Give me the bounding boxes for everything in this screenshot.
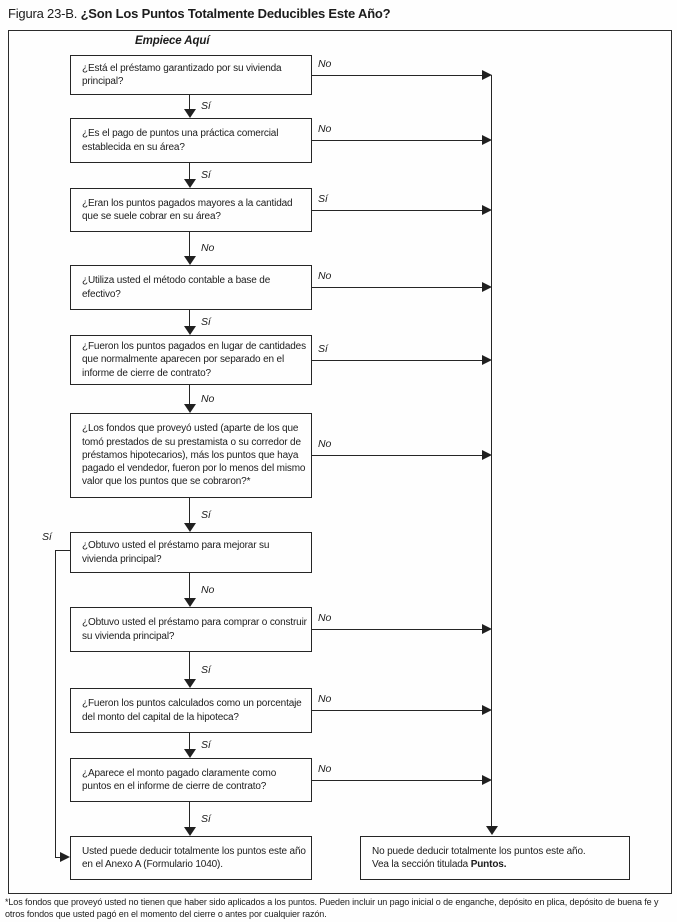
arrowhead-right-2-icon [482,135,492,145]
branch-label-down-9: Sí [201,739,211,751]
arrowhead-right-6-icon [482,450,492,460]
result-yes-text: Usted puede deducir totalmente los punto… [82,845,306,871]
arrowhead-down-9-icon [184,749,196,758]
question-box-3: ¿Eran los puntos pagados mayores a la ca… [70,188,312,232]
branch-label-right-10: No [318,763,332,775]
arrowhead-collector-no-icon [486,826,498,835]
arrowhead-down-2-icon [184,179,196,188]
arrowhead-down-3-icon [184,256,196,265]
arrow-right-8 [311,629,482,630]
question-box-5: ¿Fueron los puntos pagados en lugar de c… [70,335,312,385]
start-here-label: Empiece Aquí [135,35,210,47]
question-box-10: ¿Aparece el monto pagado claramente como… [70,758,312,802]
arrowhead-right-8-icon [482,624,492,634]
left-path-top-segment [55,550,70,551]
branch-label-down-1: Sí [201,100,211,112]
arrow-right-1 [311,75,482,76]
arrow-down-7 [189,573,190,598]
arrowhead-down-7-icon [184,598,196,607]
arrowhead-right-1-icon [482,70,492,80]
arrow-down-3 [189,232,190,256]
result-box-yes: Usted puede deducir totalmente los punto… [70,836,312,880]
branch-label-right-2: No [318,123,332,135]
branch-label-down-2: Sí [201,169,211,181]
branch-label-down-4: Sí [201,316,211,328]
question-box-8: ¿Obtuvo usted el préstamo para comprar o… [70,607,312,652]
branch-label-right-6: No [318,438,332,450]
arrow-down-1 [189,95,190,109]
arrow-right-4 [311,287,482,288]
arrow-right-6 [311,455,482,456]
arrowhead-right-9-icon [482,705,492,715]
arrowhead-right-5-icon [482,355,492,365]
question-box-2: ¿Es el pago de puntos una práctica comer… [70,118,312,163]
branch-label-down-3: No [201,242,215,254]
branch-label-down-5: No [201,393,215,405]
branch-label-down-10: Sí [201,813,211,825]
result-no-line2-prefix: Vea la sección titulada [372,859,471,870]
question-box-4: ¿Utiliza usted el método contable a base… [70,265,312,310]
arrowhead-down-6-icon [184,523,196,532]
arrowhead-right-4-icon [482,282,492,292]
branch-label-down-8: Sí [201,664,211,676]
footnote: *Los fondos que proveyó usted no tienen … [5,897,659,919]
branch-label-right-3: Sí [318,193,328,205]
flowchart-frame [8,30,672,894]
branch-label-down-7: No [201,584,215,596]
arrow-right-5 [311,360,482,361]
branch-label-right-5: Sí [318,343,328,355]
arrow-down-8 [189,652,190,679]
branch-label-right-4: No [318,270,332,282]
question-box-7: ¿Obtuvo usted el préstamo para mejorar s… [70,532,312,573]
result-no-line1: No puede deducir totalmente los puntos e… [372,845,586,857]
branch-label-right-8: No [318,612,332,624]
branch-label-right-1: No [318,58,332,70]
arrow-down-4 [189,310,190,326]
arrowhead-down-5-icon [184,404,196,413]
arrowhead-down-8-icon [184,679,196,688]
arrow-down-10 [189,802,190,827]
figure-title: Figura 23-B. ¿Son Los Puntos Totalmente … [8,6,391,21]
question-box-9: ¿Fueron los puntos calculados como un po… [70,688,312,733]
left-path-vertical-segment [55,550,56,857]
result-no-line2: Vea la sección titulada Puntos. [372,858,625,872]
question-box-6: ¿Los fondos que proveyó usted (aparte de… [70,413,312,498]
branch-label-right-9: No [318,693,332,705]
arrow-right-3 [311,210,482,211]
arrowhead-right-3-icon [482,205,492,215]
branch-label-left-7: Sí [42,531,52,543]
arrow-right-9 [311,710,482,711]
figure-title-main: ¿Son Los Puntos Totalmente Deducibles Es… [80,6,391,21]
arrow-right-2 [311,140,482,141]
left-path-bottom-segment [55,857,61,858]
branch-label-down-6: Sí [201,509,211,521]
arrow-down-9 [189,733,190,749]
arrowhead-down-10-icon [184,827,196,836]
arrowhead-down-1-icon [184,109,196,118]
result-no-line2-bold: Puntos. [470,859,507,870]
arrowhead-right-10-icon [482,775,492,785]
arrow-down-5 [189,385,190,404]
arrow-right-10 [311,780,482,781]
arrowhead-down-4-icon [184,326,196,335]
arrowhead-left-path-icon [60,852,70,862]
figure-title-prefix: Figura 23-B. [8,6,78,21]
result-box-no: No puede deducir totalmente los puntos e… [360,836,630,880]
arrow-down-2 [189,163,190,179]
question-box-1: ¿Está el préstamo garantizado por su viv… [70,55,312,95]
arrow-down-6 [189,498,190,523]
collector-line-no [491,75,492,826]
